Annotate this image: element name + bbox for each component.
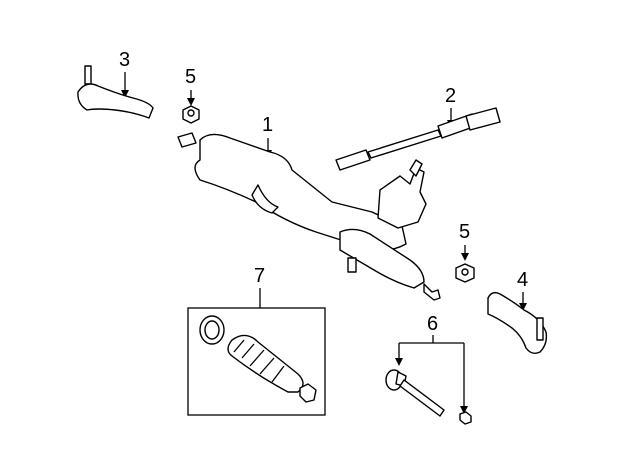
callout-7: 7 [254,265,266,287]
nut-right[interactable] [455,263,475,283]
callout-1: 1 [262,114,274,136]
boot-kit-box [187,307,326,416]
callout-5-right: 5 [459,221,471,243]
callout-3: 3 [119,49,131,71]
inner-tie-rod[interactable] [385,369,472,425]
callout-4: 4 [517,269,529,291]
nut-left[interactable] [182,105,200,124]
callout-6: 6 [427,313,439,335]
support-rod[interactable] [335,107,501,171]
callout-2: 2 [445,85,457,107]
outer-tie-rod-left[interactable] [77,65,154,119]
steering-gear[interactable] [177,132,441,301]
outer-tie-rod-right[interactable] [487,291,548,355]
callout-5-left: 5 [185,66,197,88]
